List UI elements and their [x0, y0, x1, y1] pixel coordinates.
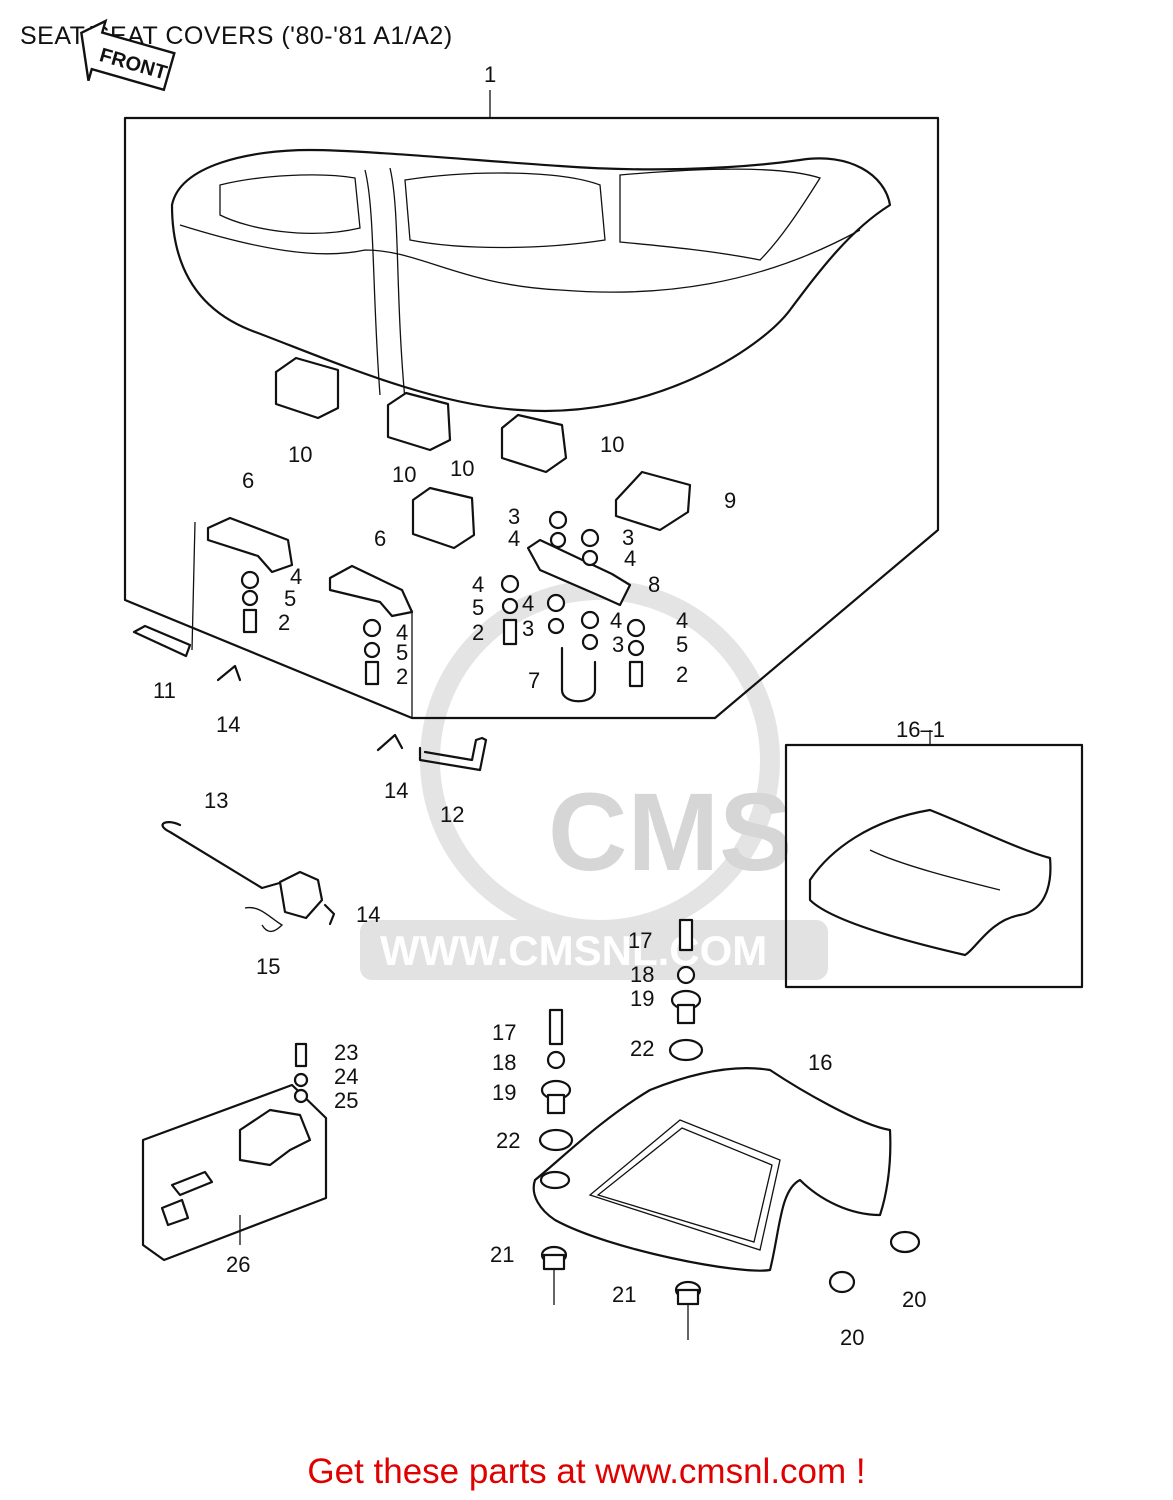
cowl-fasteners — [538, 918, 921, 1340]
callout-4e: 4 — [610, 608, 622, 633]
seat — [170, 148, 892, 413]
callout-7: 7 — [528, 668, 540, 693]
callout-19b: 19 — [492, 1080, 516, 1105]
callout-14a: 14 — [216, 712, 240, 737]
callout-3b: 3 — [622, 525, 634, 550]
callout-10c: 10 — [450, 456, 474, 481]
callout-15: 15 — [256, 954, 280, 979]
callout-20b: 20 — [840, 1325, 864, 1350]
callout-16: 16 — [808, 1050, 832, 1075]
callout-1: 1 — [484, 62, 496, 87]
callout-4h: 4 — [676, 608, 688, 633]
callout-4c: 4 — [472, 572, 484, 597]
callout-18a: 18 — [630, 962, 654, 987]
callout-4f: 4 — [290, 564, 302, 589]
callout-2c: 2 — [396, 664, 408, 689]
brackets — [191, 516, 632, 718]
callout-12: 12 — [440, 802, 464, 827]
watermark-logo: CMS — [548, 771, 792, 894]
callout-14c: 14 — [356, 902, 380, 927]
callout-20a: 20 — [902, 1287, 926, 1312]
seat-cowl-16-1 — [784, 730, 1084, 989]
callout-2b: 2 — [278, 610, 290, 635]
callout-4d: 4 — [522, 591, 534, 616]
watermark: CMS WWW.CMSNL.COM — [360, 580, 828, 980]
seat-lock-26 — [141, 1042, 328, 1262]
callout-24: 24 — [334, 1064, 358, 1089]
callout-19a: 19 — [630, 986, 654, 1011]
callout-26: 26 — [226, 1252, 250, 1277]
callout-4g: 4 — [396, 620, 408, 645]
callout-14b: 14 — [384, 778, 408, 803]
seat-cowl-16 — [532, 1067, 892, 1272]
front-arrow-icon: FRONT — [80, 18, 176, 92]
callout-2d: 2 — [676, 662, 688, 687]
callout-23: 23 — [334, 1040, 358, 1065]
callout-8: 8 — [648, 572, 660, 597]
callout-3a: 3 — [508, 504, 520, 529]
callout-4b: 4 — [624, 546, 636, 571]
callout-5c: 5 — [396, 640, 408, 665]
callout-13: 13 — [204, 788, 228, 813]
callout-16-1: 16–1 — [896, 717, 945, 742]
callout-21a: 21 — [490, 1242, 514, 1267]
callout-5b: 5 — [284, 586, 296, 611]
callout-25: 25 — [334, 1088, 358, 1113]
callout-4a: 4 — [508, 526, 520, 551]
fasteners — [240, 510, 646, 703]
callout-6a: 6 — [242, 468, 254, 493]
callout-6b: 6 — [374, 526, 386, 551]
callout-3d: 3 — [612, 632, 624, 657]
seat-assembly-frame — [123, 116, 940, 720]
cushion-10 — [274, 356, 692, 550]
callout-10d: 10 — [600, 432, 624, 457]
callout-3c: 3 — [522, 616, 534, 641]
callout-10a: 10 — [288, 442, 312, 467]
callout-18b: 18 — [492, 1050, 516, 1075]
callout-17b: 17 — [492, 1020, 516, 1045]
footer-link-text[interactable]: Get these parts at www.cmsnl.com ! — [307, 1452, 866, 1491]
callout-2a: 2 — [472, 620, 484, 645]
callout-10b: 10 — [392, 462, 416, 487]
watermark-url: WWW.CMSNL.COM — [380, 927, 767, 974]
callout-11: 11 — [153, 678, 176, 703]
callout-5a: 5 — [472, 595, 484, 620]
callout-21b: 21 — [612, 1282, 636, 1307]
callout-17a: 17 — [628, 928, 652, 953]
callout-5d: 5 — [676, 632, 688, 657]
callout-22a: 22 — [630, 1036, 654, 1061]
callout-22b: 22 — [496, 1128, 520, 1153]
hooks-and-lock — [132, 624, 488, 933]
callout-9: 9 — [724, 488, 736, 513]
